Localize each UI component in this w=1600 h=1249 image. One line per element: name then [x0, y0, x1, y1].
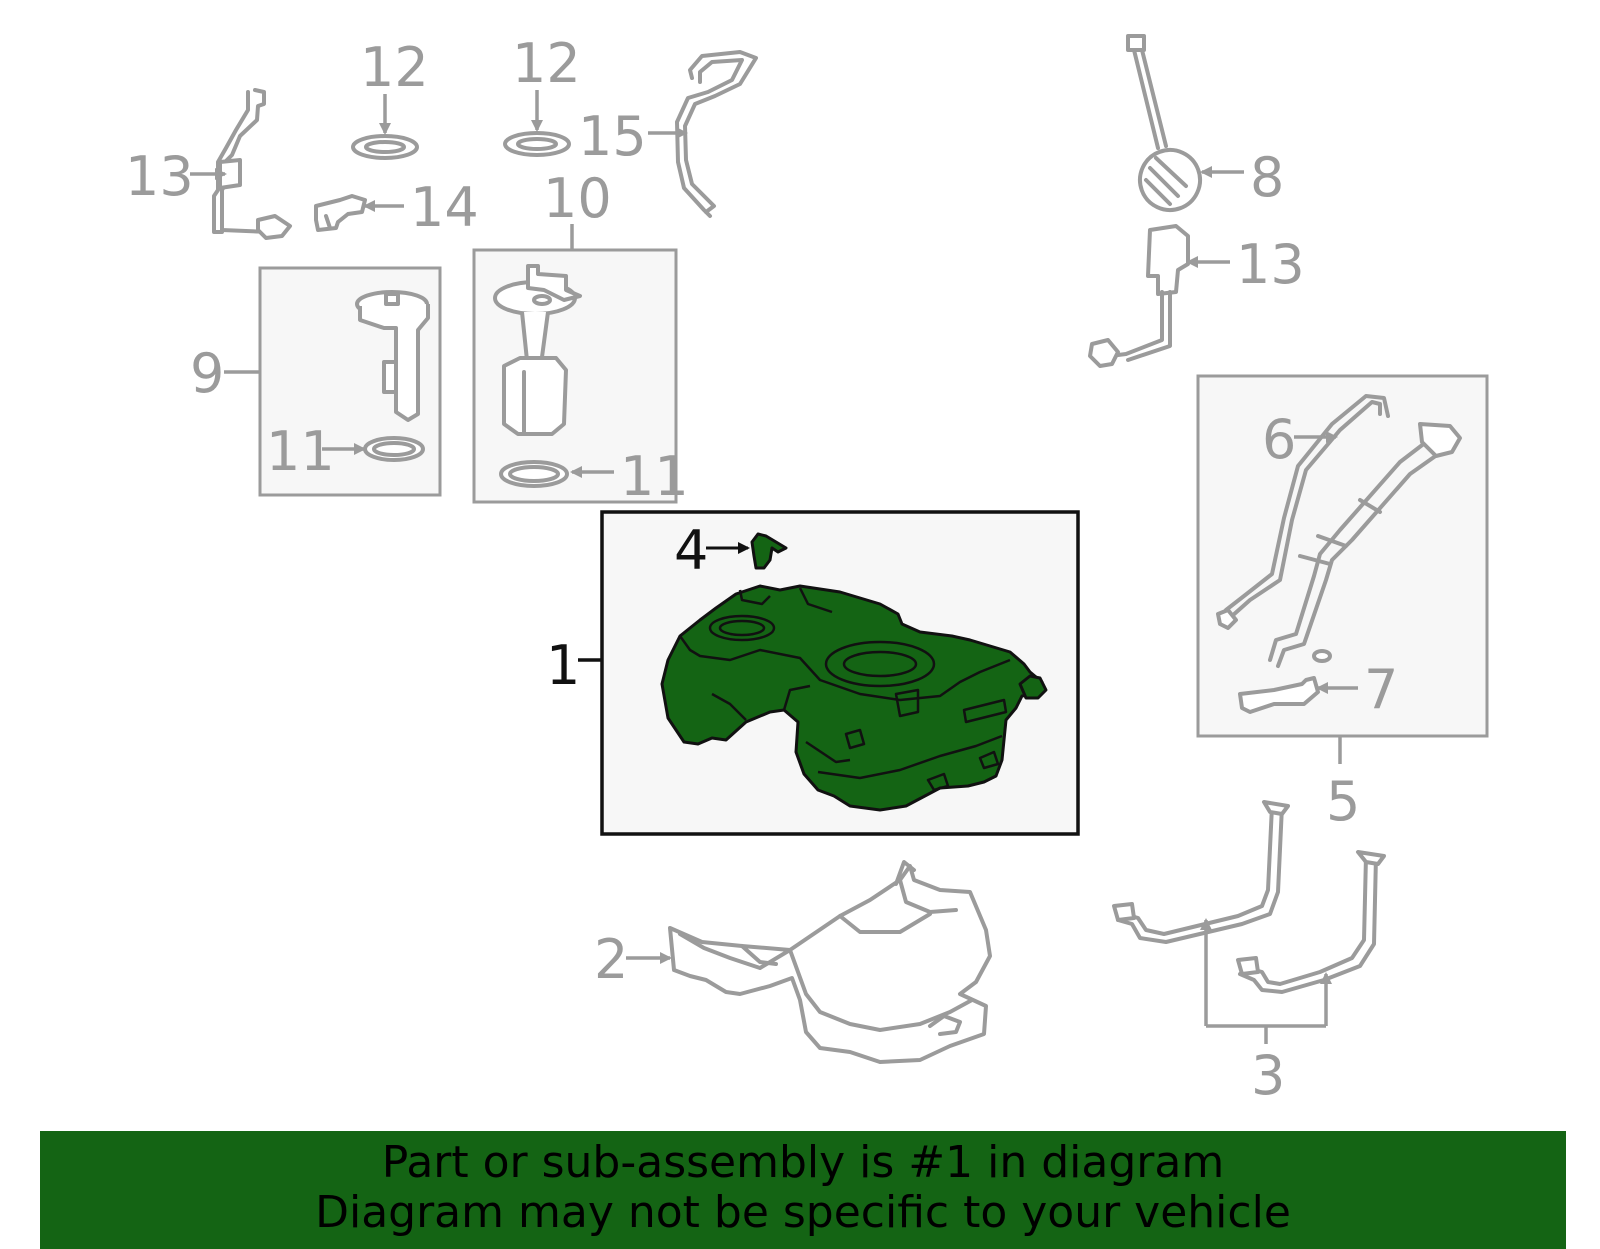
callout-12-left: 12 [360, 36, 429, 99]
part-5-filler-pipe[interactable] [1268, 422, 1462, 668]
callout-13-right: 13 [1236, 233, 1305, 296]
part-2-heat-shield[interactable] [668, 860, 992, 1064]
part-12-right-gasket[interactable] [503, 131, 571, 157]
part-9-sender-unit[interactable] [355, 290, 430, 422]
callout-4: 4 [674, 519, 708, 582]
info-banner: Part or sub-assembly is #1 in diagram Di… [40, 1131, 1566, 1249]
part-13-right-sensor[interactable] [1088, 224, 1190, 368]
part-3-strap-2[interactable] [1236, 850, 1386, 994]
callout-11-left: 11 [266, 420, 335, 483]
callout-6: 6 [1262, 408, 1296, 471]
callout-3: 3 [1251, 1044, 1285, 1107]
callout-9: 9 [190, 342, 224, 405]
part-11-right-seal[interactable] [499, 460, 569, 488]
callout-2: 2 [594, 928, 628, 991]
callout-5: 5 [1326, 770, 1360, 833]
callout-13-left: 13 [125, 145, 194, 208]
part-8-fuel-cap[interactable] [1126, 34, 1208, 218]
part-10-fuel-pump[interactable] [493, 264, 582, 436]
callout-11-right: 11 [620, 445, 689, 508]
callout-7: 7 [1364, 658, 1398, 721]
part-15-hose[interactable] [675, 50, 758, 218]
part-6-vent-tube[interactable] [1216, 394, 1390, 630]
callout-8: 8 [1250, 146, 1284, 209]
part-1-fuel-tank[interactable] [660, 584, 1048, 812]
callout-10: 10 [543, 167, 612, 230]
callout-12-right: 12 [512, 32, 581, 95]
part-3-strap-1[interactable] [1112, 800, 1290, 944]
part-13-left-sensor[interactable] [212, 88, 292, 240]
callout-15: 15 [578, 105, 647, 168]
callout-1: 1 [546, 634, 580, 697]
part-14-clip[interactable] [314, 194, 367, 232]
part-4-valve[interactable] [750, 532, 788, 570]
part-11-left-seal[interactable] [363, 436, 425, 462]
banner-line-2: Diagram may not be specific to your vehi… [315, 1187, 1291, 1238]
callout-14: 14 [410, 176, 479, 239]
part-12-left-gasket[interactable] [351, 134, 419, 160]
banner-line-1: Part or sub-assembly is #1 in diagram [381, 1137, 1225, 1188]
